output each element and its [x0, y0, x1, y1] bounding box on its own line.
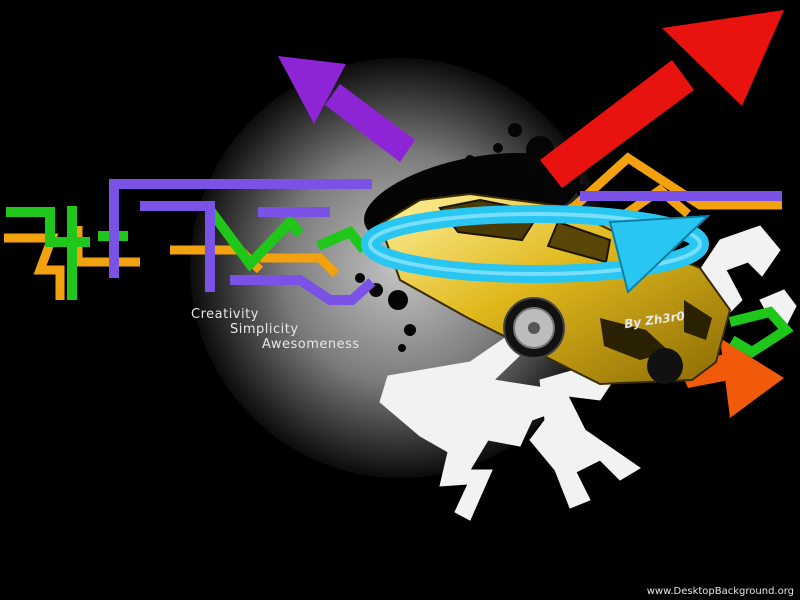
cyan-swirl-arrow	[361, 205, 711, 294]
violet-letter-shapes	[109, 179, 782, 305]
watermark-url: www.DesktopBackground.org	[646, 586, 794, 597]
tagline-awesomeness: Awesomeness	[262, 337, 360, 352]
purple-arrow	[278, 56, 415, 162]
tagline-simplicity: Simplicity	[230, 322, 299, 337]
red-arrow	[540, 10, 784, 188]
tagline-creativity: Creativity	[191, 307, 259, 322]
